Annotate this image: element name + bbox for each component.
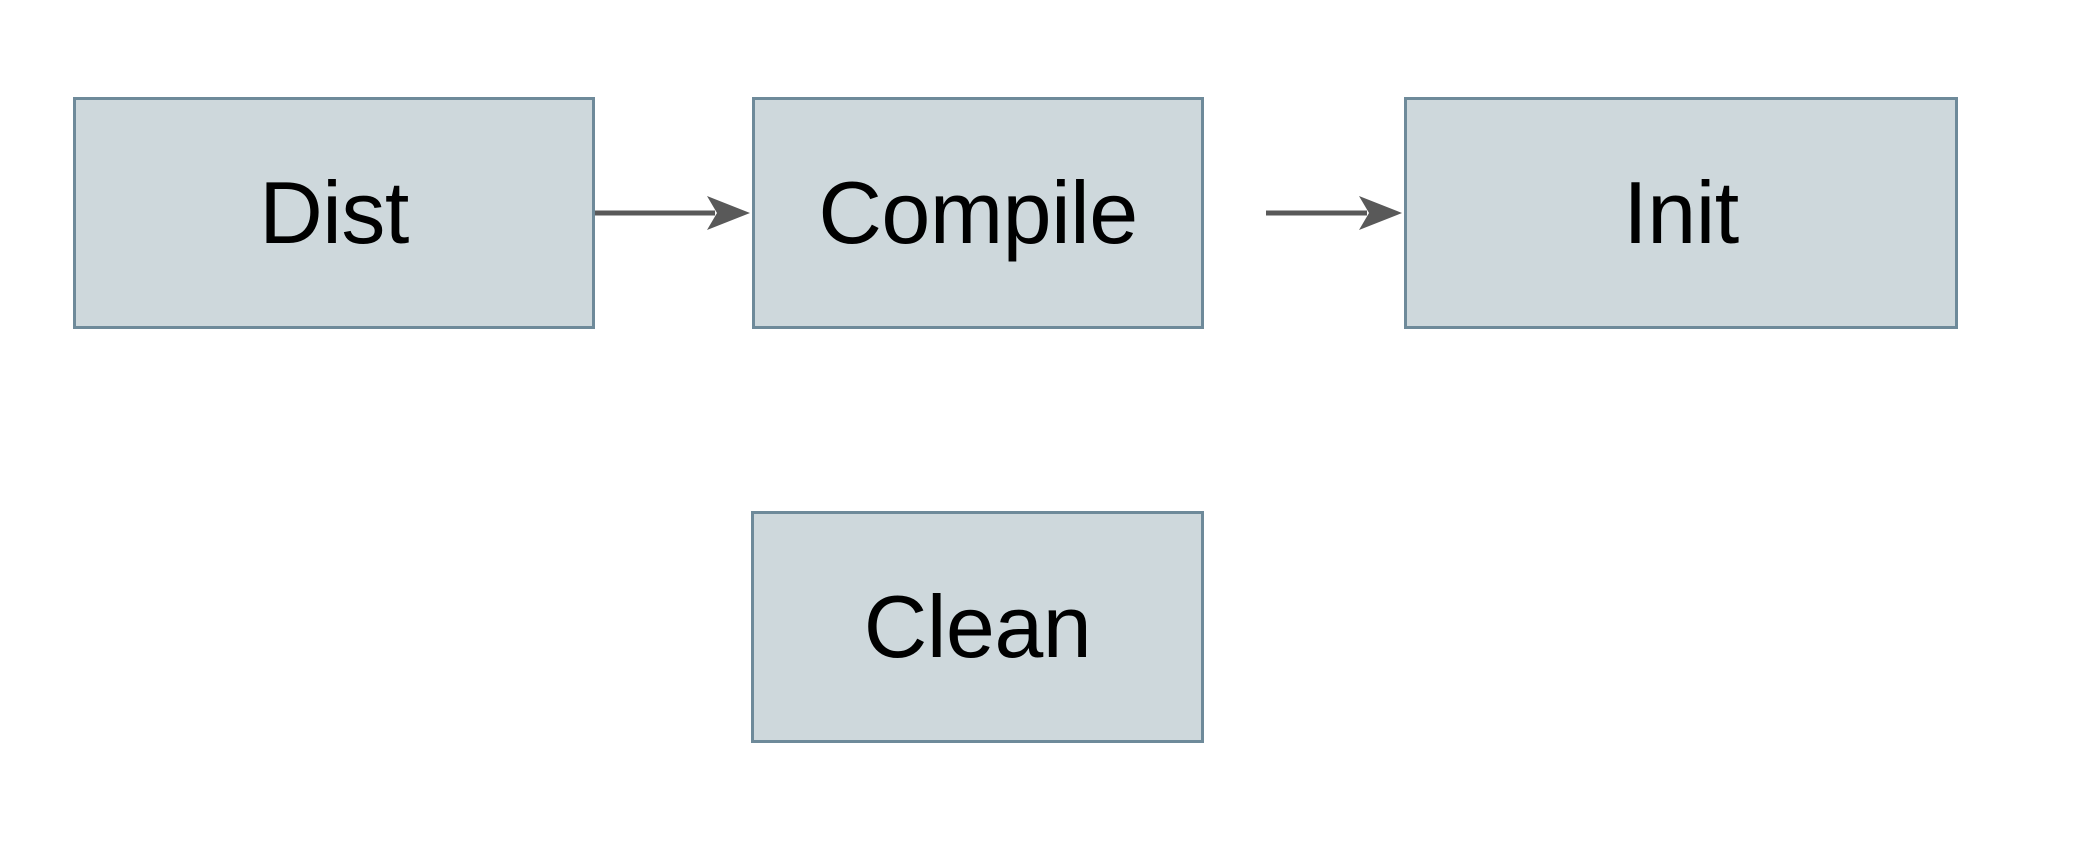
edge-dist-to-compile[interactable]	[595, 183, 750, 243]
arrowhead-icon	[1359, 196, 1402, 230]
node-clean-label: Clean	[863, 577, 1092, 676]
node-dist-label: Dist	[259, 163, 409, 262]
node-clean[interactable]: Clean	[751, 511, 1204, 743]
edge-compile-to-init[interactable]	[1266, 183, 1402, 243]
node-compile[interactable]: Compile	[752, 97, 1204, 329]
node-init[interactable]: Init	[1404, 97, 1958, 329]
node-dist[interactable]: Dist	[73, 97, 595, 329]
node-init-label: Init	[1623, 163, 1739, 262]
node-compile-label: Compile	[818, 163, 1138, 262]
arrowhead-icon	[707, 196, 750, 230]
